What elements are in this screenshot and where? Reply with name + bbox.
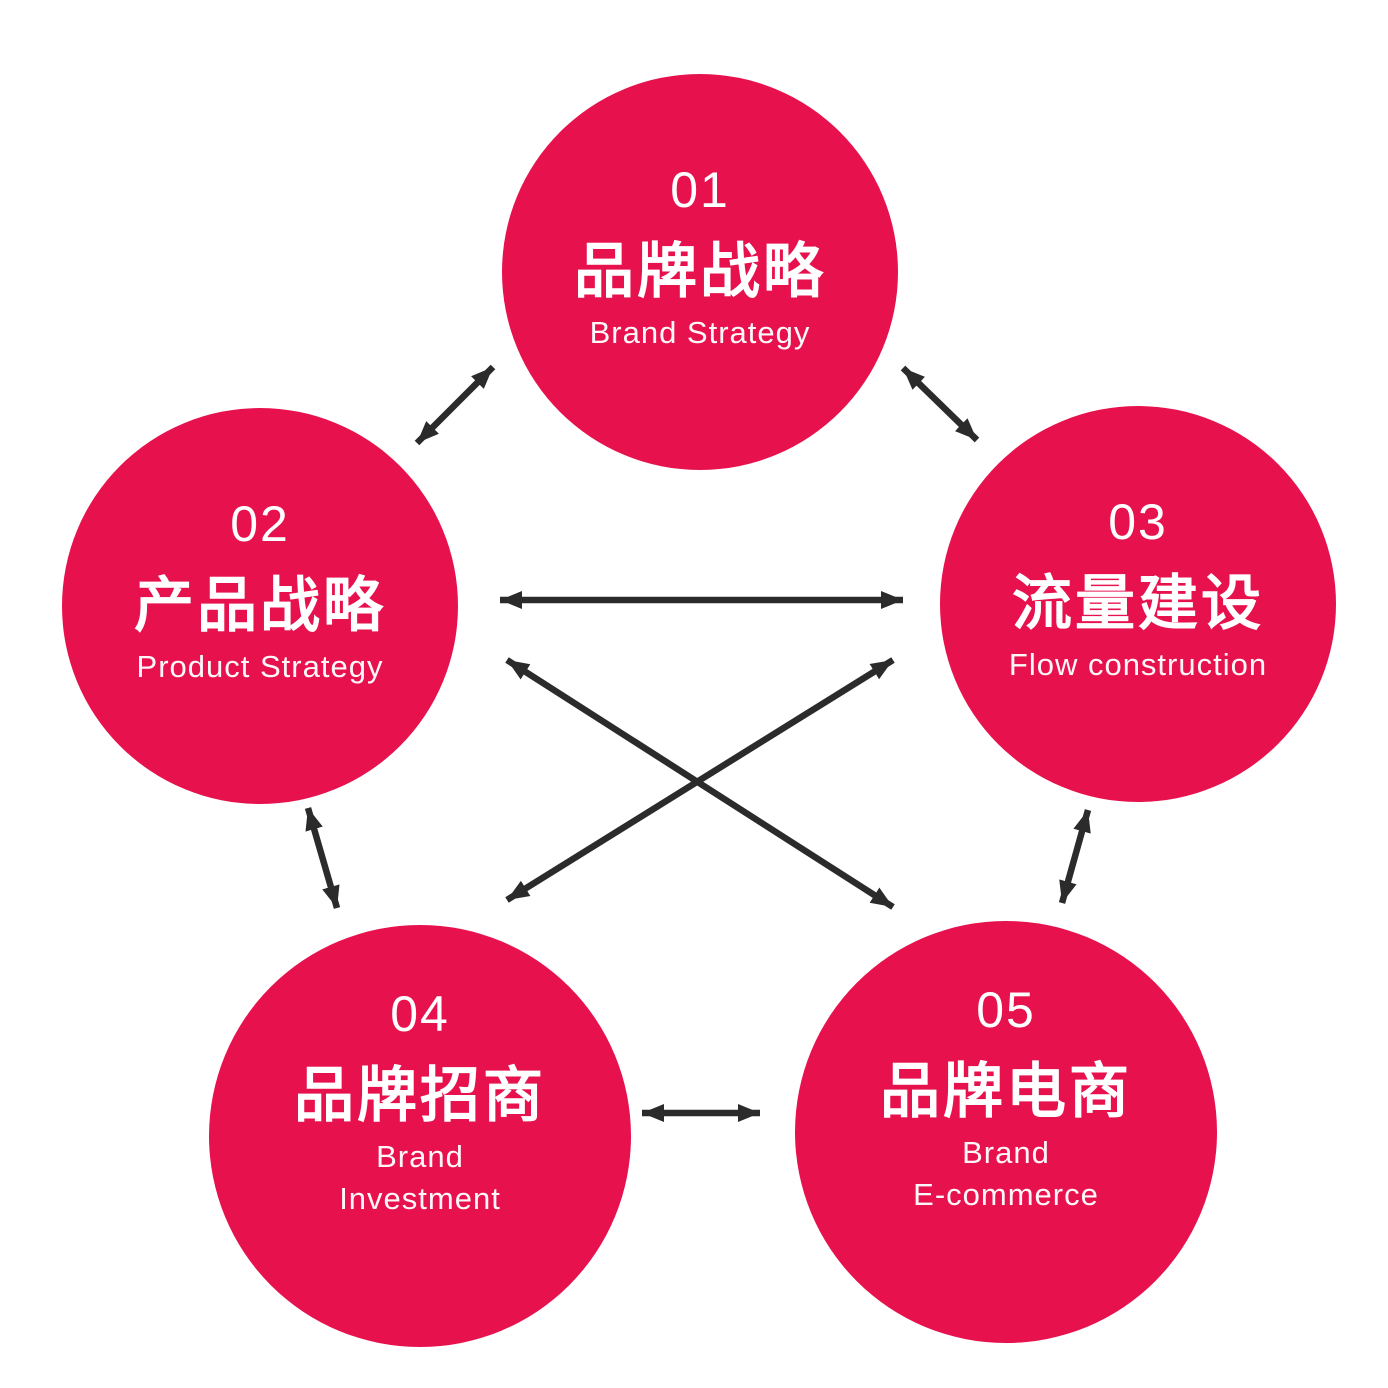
node-brand-strategy: 01 品牌战略 Brand Strategy — [502, 74, 898, 470]
node-title-zh: 产品战略 — [134, 571, 386, 639]
node-title-en: Brand E-commerce — [913, 1132, 1099, 1216]
node-title-zh: 流量建设 — [1012, 569, 1264, 637]
node-number: 05 — [976, 981, 1036, 1038]
node-title-zh: 品牌战略 — [574, 237, 826, 305]
node-title-en-line2: Investment — [339, 1180, 501, 1216]
node-title-en-line1: Brand — [962, 1134, 1050, 1170]
arrow-03-05 — [1058, 809, 1092, 904]
node-number: 01 — [670, 161, 730, 218]
node-number: 02 — [230, 495, 290, 552]
arrow-01-03 — [900, 365, 980, 443]
node-number: 03 — [1108, 493, 1168, 550]
node-product-strategy: 02 产品战略 Product Strategy — [62, 408, 458, 804]
node-title-en-line1: Brand Strategy — [589, 314, 811, 350]
node-brand-ecommerce: 05 品牌电商 Brand E-commerce — [795, 921, 1217, 1343]
node-number: 04 — [390, 985, 450, 1042]
node-title-zh: 品牌电商 — [880, 1057, 1132, 1125]
node-title-en-line1: Flow construction — [1008, 646, 1268, 682]
node-title-en: Brand Strategy — [590, 312, 811, 354]
node-title-en: Flow construction — [1009, 644, 1267, 686]
arrow-02-04 — [304, 807, 341, 909]
arrow-01-02 — [414, 364, 496, 446]
node-title-en: Brand Investment — [339, 1136, 501, 1220]
node-title-en-line1: Brand — [376, 1138, 464, 1174]
node-title-en-line1: Product Strategy — [136, 648, 384, 684]
node-title-en: Product Strategy — [137, 646, 384, 688]
arrow-03-04 — [505, 657, 895, 903]
node-flow-construction: 03 流量建设 Flow construction — [940, 406, 1336, 802]
node-title-zh: 品牌招商 — [294, 1061, 546, 1129]
node-title-en-line2: E-commerce — [913, 1176, 1099, 1212]
node-brand-investment: 04 品牌招商 Brand Investment — [209, 925, 631, 1347]
